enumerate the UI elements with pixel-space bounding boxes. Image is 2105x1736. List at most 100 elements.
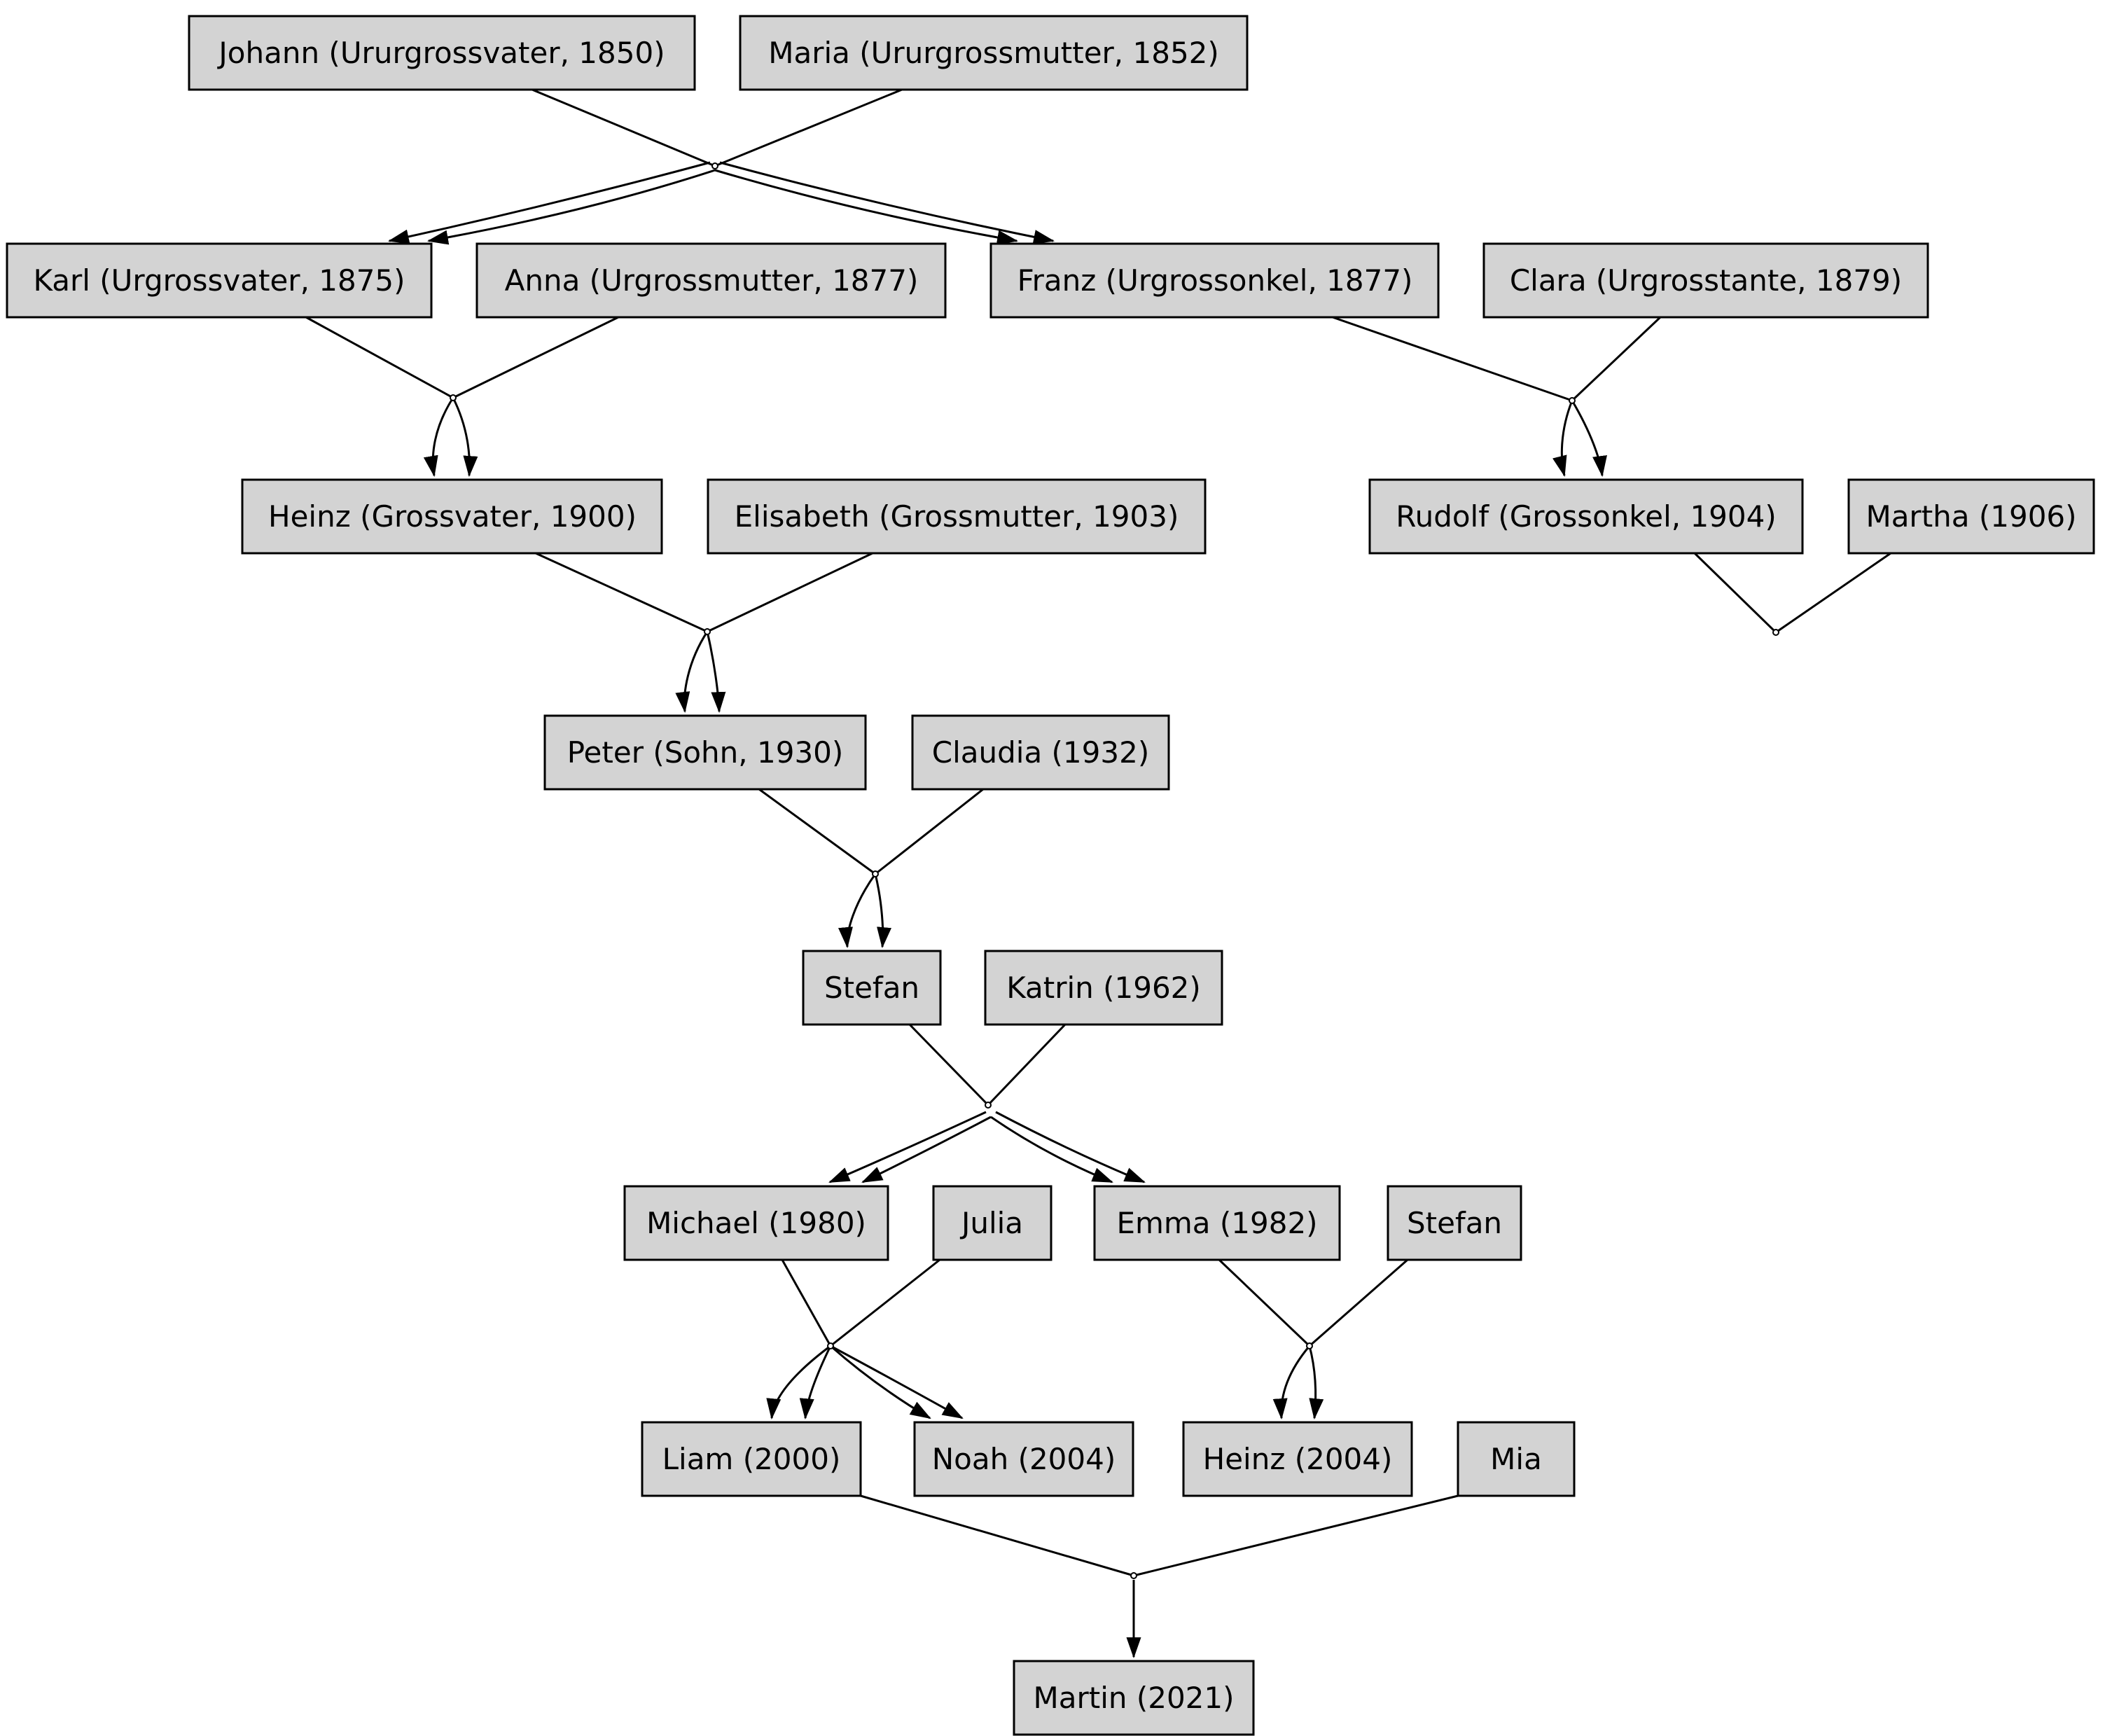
- node-box: [623, 1185, 889, 1261]
- node-katrin: Katrin (1962): [984, 950, 1223, 1026]
- node-box: [241, 478, 663, 555]
- junction-karl-anna: [450, 394, 457, 401]
- node-box: [1482, 242, 1929, 319]
- node-martha: Martha (1906): [1847, 478, 2095, 555]
- node-box: [1093, 1185, 1341, 1261]
- node-box: [6, 242, 433, 319]
- node-clara: Clara (Urgrosstante, 1879): [1482, 242, 1929, 319]
- junction-dots: [450, 162, 1779, 1579]
- node-anna: Anna (Urgrossmutter, 1877): [475, 242, 947, 319]
- edge-clara-j3: [1571, 316, 1662, 402]
- node-label: Heinz (2004): [1203, 1442, 1393, 1476]
- node-box: [802, 950, 942, 1026]
- arrow-j2-heinz-b: [452, 397, 478, 478]
- junction-rudolf-martha: [1772, 629, 1779, 636]
- arrow-j6-stefan-b: [874, 873, 891, 949]
- arrow-j8-noah-b: [830, 1345, 964, 1419]
- edge-martha-j5: [1775, 552, 1891, 634]
- arrow-j1-karl-a: [387, 161, 711, 244]
- node-peter: Peter (Sohn, 1930): [543, 714, 867, 791]
- arrow-j4-peter-b: [706, 631, 726, 714]
- node-elisabeth: Elisabeth (Grossmutter, 1903): [707, 478, 1207, 555]
- node-box: [543, 714, 867, 791]
- node-box: [1457, 1421, 1576, 1497]
- node-box: [1847, 478, 2095, 555]
- edge-katrin-j7: [987, 1023, 1067, 1106]
- node-label: Franz (Urgrossonkel, 1877): [1017, 263, 1413, 298]
- node-label: Heinz (Grossvater, 1900): [268, 499, 637, 534]
- edge-peter-j6: [758, 788, 876, 875]
- node-franz: Franz (Urgrossonkel, 1877): [989, 242, 1440, 319]
- node-julia: Julia: [932, 1185, 1052, 1261]
- node-label: Noah (2004): [932, 1442, 1116, 1476]
- node-box: [188, 15, 696, 91]
- node-label: Emma (1982): [1116, 1206, 1317, 1240]
- node-label: Karl (Urgrossvater, 1875): [33, 263, 405, 298]
- arrow-j8-noah-a: [830, 1345, 931, 1419]
- node-label: Michael (1980): [646, 1206, 866, 1240]
- node-box: [989, 242, 1440, 319]
- junction-heinz-elisabeth: [704, 628, 711, 635]
- node-label: Martin (2021): [1033, 1681, 1234, 1715]
- node-label: Julia: [959, 1206, 1023, 1240]
- node-label: Anna (Urgrossmutter, 1877): [505, 263, 919, 298]
- node-box: [913, 1421, 1134, 1497]
- node-box: [641, 1421, 862, 1497]
- junction-child-edges: [387, 161, 1607, 1659]
- node-johann: Johann (Ururgrossvater, 1850): [188, 15, 696, 91]
- arrow-j7-emma-a: [990, 1116, 1113, 1183]
- node-box: [984, 950, 1223, 1026]
- arrow-j1-franz-b: [719, 161, 1055, 244]
- node-label: Johann (Ururgrossvater, 1850): [216, 36, 665, 70]
- edge-michael-j8: [781, 1259, 832, 1347]
- junction-franz-clara: [1569, 397, 1576, 404]
- arrow-j8-liam-a: [766, 1345, 831, 1420]
- node-label: Rudolf (Grossonkel, 1904): [1396, 499, 1776, 534]
- node-heinz: Heinz (Grossvater, 1900): [241, 478, 663, 555]
- node-box: [475, 242, 947, 319]
- arrow-j3-rudolf-b: [1571, 400, 1607, 478]
- node-box: [911, 714, 1170, 791]
- nodes: Johann (Ururgrossvater, 1850) Maria (Uru…: [6, 15, 2095, 1736]
- edge-stefan-j7: [908, 1023, 989, 1106]
- arrow-j3-rudolf-a: [1552, 400, 1573, 478]
- node-box: [1387, 1185, 1522, 1261]
- node-emma: Emma (1982): [1093, 1185, 1341, 1261]
- node-box: [1182, 1421, 1413, 1497]
- arrow-j6-stefan-a: [838, 873, 877, 949]
- edge-rudolf-j5: [1693, 552, 1777, 634]
- node-label: Elisabeth (Grossmutter, 1903): [735, 499, 1179, 534]
- node-stefan: Stefan: [802, 950, 942, 1026]
- arrow-j1-franz-a: [714, 169, 1019, 245]
- node-maria: Maria (Ururgrossmutter, 1852): [739, 15, 1249, 91]
- node-label: Claudia (1932): [932, 735, 1149, 770]
- node-label: Mia: [1490, 1442, 1542, 1476]
- node-mia: Mia: [1457, 1421, 1576, 1497]
- node-box: [739, 15, 1249, 91]
- edge-franz-j3: [1332, 316, 1573, 402]
- junction-michael-julia: [827, 1342, 834, 1349]
- edge-elisabeth-j4: [707, 552, 873, 633]
- arrow-j7-michael-b: [861, 1116, 992, 1183]
- node-label: Clara (Urgrosstante, 1879): [1510, 263, 1902, 298]
- node-label: Peter (Sohn, 1930): [567, 735, 844, 770]
- junction-emma-stefan2: [1306, 1342, 1313, 1349]
- arrow-j7-emma-b: [995, 1111, 1146, 1183]
- arrow-j8-liam-b: [799, 1345, 832, 1420]
- node-rudolf: Rudolf (Grossonkel, 1904): [1368, 478, 1804, 555]
- node-label: Martha (1906): [1866, 499, 2076, 534]
- node-karl: Karl (Urgrossvater, 1875): [6, 242, 433, 319]
- arrow-j1-karl-b: [426, 169, 716, 245]
- node-noah: Noah (2004): [913, 1421, 1134, 1497]
- node-heinz2: Heinz (2004): [1182, 1421, 1413, 1497]
- node-label: Stefan: [1407, 1206, 1502, 1240]
- edge-stefan2-j9: [1309, 1258, 1408, 1347]
- node-box: [1368, 478, 1804, 555]
- arrow-j2-heinz-a: [423, 397, 454, 478]
- node-martin: Martin (2021): [1013, 1660, 1255, 1736]
- arrow-j4-peter-a: [675, 631, 709, 714]
- node-box: [1013, 1660, 1255, 1736]
- junction-liam-mia: [1130, 1572, 1137, 1579]
